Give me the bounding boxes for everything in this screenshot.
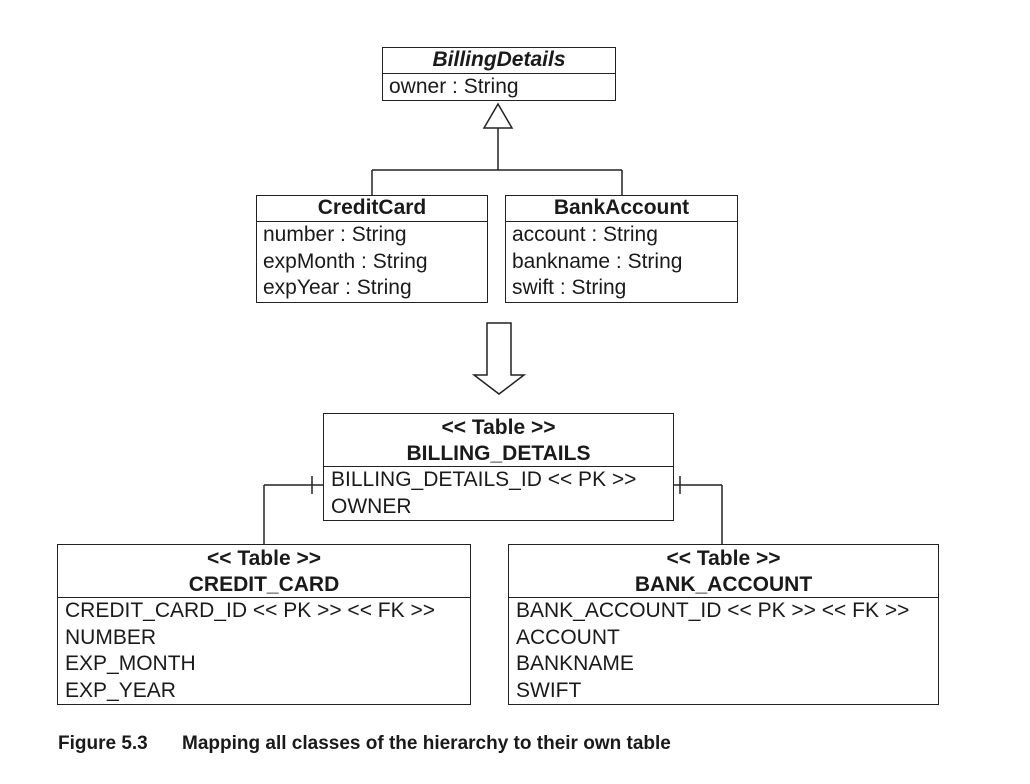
table-column: CREDIT_CARD_ID << PK >> << FK >> (65, 599, 435, 622)
class-bank-account: BankAccount account : String bankname : … (505, 195, 738, 303)
fk-connector-credit-card (263, 476, 323, 545)
table-stereotype: << Table >> (441, 416, 556, 439)
table-stereotype: << Table >> (206, 547, 321, 570)
inheritance-connector (371, 128, 623, 196)
mapping-arrow (471, 322, 527, 395)
table-column: EXP_YEAR (65, 678, 176, 702)
table-column: BANKNAME (516, 652, 634, 675)
table-bank-account: << Table >> BANK_ACCOUNT BANK_ACCOUNT_ID… (508, 544, 939, 705)
table-column: NUMBER (65, 625, 157, 649)
table-billing-details: << Table >> BILLING_DETAILS BILLING_DETA… (323, 413, 674, 521)
class-attribute: expYear : String (263, 276, 412, 299)
table-column: EXP_MONTH (65, 652, 196, 675)
fk-connector-bank-account (673, 476, 723, 545)
class-attribute: owner : String (389, 75, 519, 98)
generalization-arrowhead (482, 102, 514, 129)
class-attribute: number : String (263, 223, 407, 246)
table-column: BANK_ACCOUNT_ID << PK >> << FK >> (516, 599, 910, 622)
table-name: BILLING_DETAILS (406, 441, 591, 465)
class-name: CreditCard (257, 196, 487, 222)
table-column: OWNER (331, 494, 412, 518)
class-attribute: expMonth : String (263, 249, 428, 273)
figure-number: Figure 5.3 (58, 733, 148, 754)
figure-caption: Figure 5.3 Mapping all classes of the hie… (58, 733, 671, 755)
class-attribute: swift : String (512, 276, 627, 299)
class-attribute: account : String (512, 223, 658, 246)
table-header: << Table >> BILLING_DETAILS (324, 414, 673, 467)
table-name: CREDIT_CARD (188, 572, 340, 596)
class-billing-details: BillingDetails owner : String (382, 47, 616, 101)
table-credit-card: << Table >> CREDIT_CARD CREDIT_CARD_ID <… (57, 544, 471, 705)
table-name: BANK_ACCOUNT (634, 572, 813, 596)
table-header: << Table >> BANK_ACCOUNT (509, 545, 938, 598)
table-column: ACCOUNT (516, 625, 620, 649)
class-attribute: bankname : String (512, 249, 683, 273)
table-column: SWIFT (516, 678, 582, 702)
class-name: BankAccount (506, 196, 737, 222)
figure-caption-text: Mapping all classes of the hierarchy to … (182, 733, 671, 754)
table-stereotype: << Table >> (666, 547, 781, 570)
class-name: BillingDetails (383, 48, 615, 74)
class-credit-card: CreditCard number : String expMonth : St… (256, 195, 488, 303)
table-column: BILLING_DETAILS_ID << PK >> (331, 468, 637, 491)
table-header: << Table >> CREDIT_CARD (58, 545, 470, 598)
